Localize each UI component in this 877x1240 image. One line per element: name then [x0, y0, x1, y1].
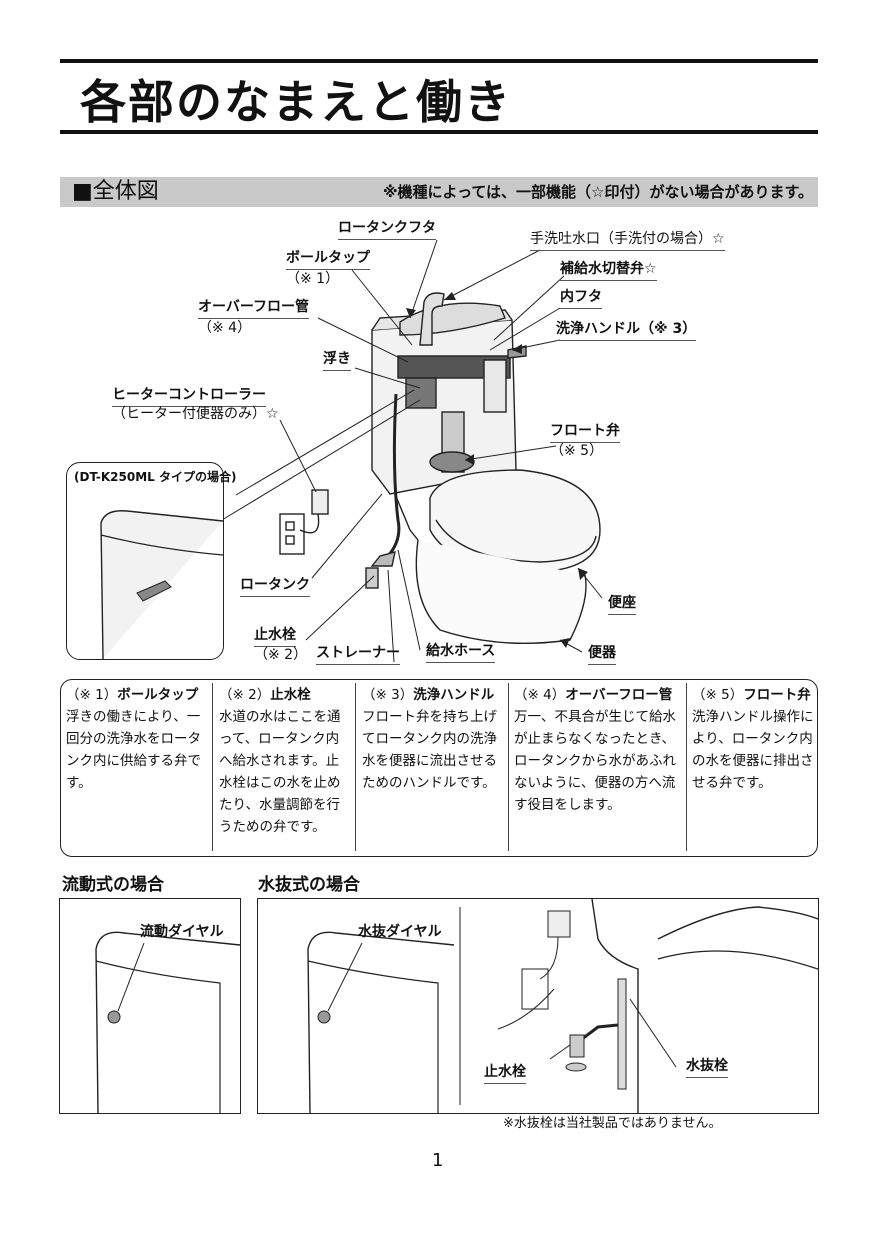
note-body: 浮きの働きにより、一回分の洗浄水をロータンク内に供給する弁です。	[66, 709, 201, 791]
notes-divider	[212, 683, 213, 851]
note-body: 万一、不具合が生じて給水が止まらなくなったとき、ロータンクから水があふれないよう…	[514, 709, 676, 813]
note-ball-tap: （※ 1）ボールタップ 浮きの働きにより、一回分の洗浄水をロータンク内に供給する…	[66, 684, 208, 794]
label-overflow-ref: （※ 4）	[198, 320, 252, 336]
drain-dial-label: 水抜ダイヤル	[358, 924, 442, 940]
note-name: 止水栓	[270, 687, 311, 703]
note-body: 洗浄ハンドル操作により、ロータンク内の水を便器に排出させる弁です。	[692, 709, 814, 791]
label-tank-lid: ロータンクフタ	[338, 219, 436, 240]
section-note: ※機種によっては、一部機能（☆印付）がない場合があります。	[382, 183, 813, 201]
flow-type-heading: 流動式の場合	[62, 875, 164, 895]
section-bar	[60, 177, 818, 207]
label-supply-hose: 給水ホース	[426, 642, 496, 663]
footnote: ※水抜栓は当社製品ではありません。	[503, 1116, 722, 1131]
notes-divider	[355, 683, 356, 851]
label-stop-valve-ref: （※ 2）	[254, 647, 308, 663]
inset-panel	[66, 462, 224, 660]
page-number: 1	[432, 1150, 444, 1171]
inset-title: (DT-K250ML タイプの場合)	[74, 470, 237, 484]
label-bowl: 便器	[588, 644, 616, 665]
note-flush-handle: （※ 3）洗浄ハンドル フロート弁を持ち上げてロータンク内の洗浄水を便器に流出さ…	[362, 684, 504, 794]
note-name: 洗浄ハンドル	[413, 687, 495, 703]
note-name: ボールタップ	[117, 687, 199, 703]
label-flapper: フロート弁	[550, 422, 620, 443]
label-refill-valve: 補給水切替弁☆	[560, 260, 657, 281]
label-float: 浮き	[323, 350, 351, 371]
label-hand-wash-spout: 手洗吐水口（手洗付の場合）☆	[530, 230, 725, 251]
notes-divider	[686, 683, 687, 851]
label-heater-note: （ヒーター付便器のみ）☆	[112, 406, 279, 422]
drain-type-heading: 水抜式の場合	[258, 875, 360, 895]
note-ref: （※ 1）	[66, 687, 118, 703]
title-rule	[60, 130, 818, 134]
label-stop-valve: 止水栓	[254, 626, 296, 647]
note-flapper: （※ 5）フロート弁 洗浄ハンドル操作により、ロータンク内の水を便器に排出させる…	[692, 684, 814, 794]
label-low-tank: ロータンク	[240, 576, 310, 597]
notes-box	[60, 679, 818, 857]
drain-plug-label: 水抜栓	[686, 1057, 728, 1078]
page-title: 各部のなまえと働き	[80, 75, 512, 129]
label-seat: 便座	[608, 594, 636, 615]
label-inner-lid: 内フタ	[560, 288, 602, 309]
label-strainer: ストレーナー	[316, 644, 400, 665]
note-name: フロート弁	[743, 687, 811, 703]
label-overflow-pipe: オーバーフロー管	[198, 298, 310, 319]
note-ref: （※ 4）	[514, 687, 566, 703]
label-ball-tap: ボールタップ	[286, 249, 370, 270]
note-body: 水道の水はここを通って、ロータンク内へ給水されます。止水栓はこの水を止めたり、水…	[219, 709, 341, 835]
top-rule	[60, 59, 818, 63]
label-ball-tap-ref: （※ 1）	[286, 271, 340, 287]
note-name: オーバーフロー管	[565, 687, 673, 703]
section-title: ■全体図	[72, 179, 159, 204]
label-heater-controller: ヒーターコントローラー	[112, 386, 266, 407]
note-ref: （※ 2）	[219, 687, 271, 703]
drain-stop-valve-label: 止水栓	[484, 1063, 526, 1084]
note-stop-valve: （※ 2）止水栓 水道の水はここを通って、ロータンク内へ給水されます。止水栓はこ…	[219, 684, 351, 838]
note-body: フロート弁を持ち上げてロータンク内の洗浄水を便器に流出させるためのハンドルです。	[362, 709, 497, 791]
note-ref: （※ 5）	[692, 687, 744, 703]
flow-dial-label: 流動ダイヤル	[140, 924, 224, 940]
drain-type-panel: 水抜ダイヤル 止水栓 水抜栓	[257, 898, 819, 1114]
label-flapper-ref: （※ 5）	[550, 443, 604, 459]
inset-tank-drawing	[100, 510, 223, 659]
flow-tank-drawing	[95, 931, 240, 1113]
label-flush-handle: 洗浄ハンドル（※ 3）	[556, 320, 697, 341]
notes-divider	[508, 683, 509, 851]
note-overflow-pipe: （※ 4）オーバーフロー管 万一、不具合が生じて給水が止まらなくなったとき、ロー…	[514, 684, 682, 816]
drain-drawing	[307, 899, 818, 1113]
note-ref: （※ 3）	[362, 687, 414, 703]
flow-type-panel: 流動ダイヤル	[59, 898, 241, 1114]
